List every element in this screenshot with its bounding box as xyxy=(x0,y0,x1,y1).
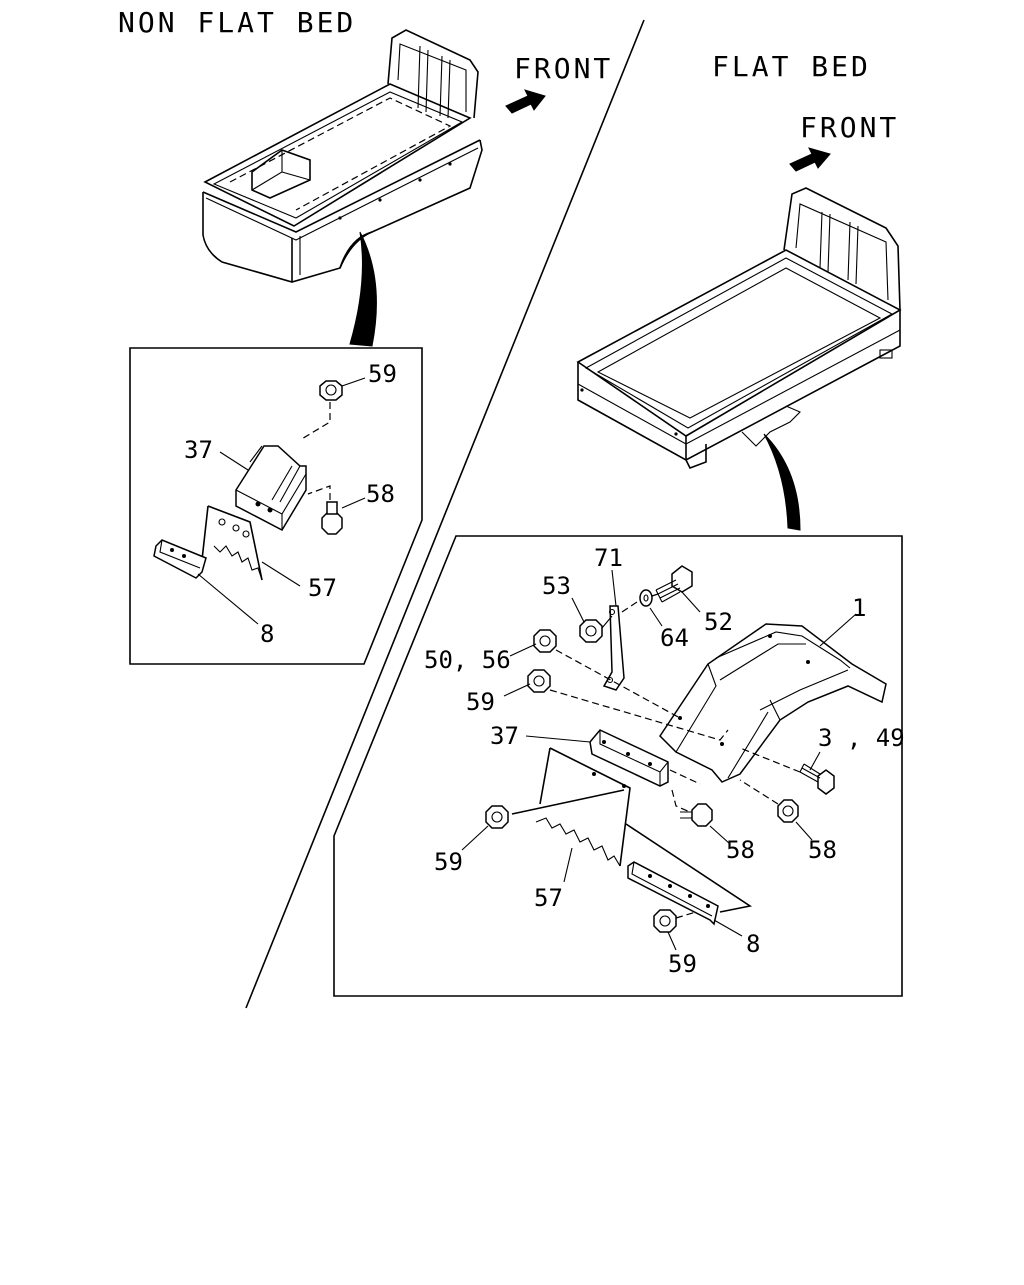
left-detail-parts xyxy=(153,377,366,625)
flat-bed-illustration xyxy=(576,187,902,470)
nut-53-icon xyxy=(579,619,603,643)
flat-bed-title: FLAT BED xyxy=(712,50,871,83)
callout-8: 8 xyxy=(260,620,274,648)
plate-8-icon xyxy=(625,823,753,926)
washer-64-icon xyxy=(639,589,653,607)
callout-59: 59 xyxy=(368,360,397,388)
plate-8-icon xyxy=(153,539,207,579)
callout-58: 58 xyxy=(726,836,755,864)
fender-1-icon xyxy=(659,623,887,783)
section-divider-line xyxy=(245,19,645,1009)
non-flat-bed-detail-box xyxy=(129,347,423,665)
callout-3-49: 3 , 49 xyxy=(818,724,905,752)
callout-59: 59 xyxy=(434,848,463,876)
front-arrow-icon xyxy=(789,147,831,172)
callout-59: 59 xyxy=(668,950,697,978)
front-arrow-icon xyxy=(505,89,546,114)
mudflap-57-icon xyxy=(201,505,263,581)
nut-59-icon xyxy=(527,669,551,693)
non-flat-bed-illustration xyxy=(202,29,483,283)
callout-50-56: 50, 56 xyxy=(424,646,511,674)
callout-37: 37 xyxy=(490,722,519,750)
bolt-58-icon xyxy=(777,799,799,823)
non-flat-bed-front-label: FRONT xyxy=(514,52,613,85)
callout-53: 53 xyxy=(542,572,571,600)
callout-57: 57 xyxy=(308,574,337,602)
callout-57: 57 xyxy=(534,884,563,912)
nut-59-icon xyxy=(485,805,509,829)
mudflap-57-icon xyxy=(511,747,631,867)
detail-pointer-right xyxy=(763,433,801,531)
callout-59: 59 xyxy=(466,688,495,716)
callout-37: 37 xyxy=(184,436,213,464)
callout-58: 58 xyxy=(366,480,395,508)
bracket-37-icon xyxy=(235,445,307,531)
bolt-3-49-icon xyxy=(799,763,835,795)
stay-71-icon xyxy=(602,605,625,691)
callout-71: 71 xyxy=(594,544,623,572)
detail-pointer-left xyxy=(349,231,377,347)
callout-64: 64 xyxy=(660,624,689,652)
callout-1: 1 xyxy=(852,594,866,622)
nut-50-56-icon xyxy=(533,629,557,653)
callout-58: 58 xyxy=(808,836,837,864)
nut-59-icon xyxy=(319,380,343,401)
bolt-58-icon xyxy=(680,803,713,827)
callout-52: 52 xyxy=(704,608,733,636)
nut-59-icon xyxy=(653,909,677,933)
non-flat-bed-title: NON FLAT BED xyxy=(118,6,356,39)
bolt-52-icon xyxy=(655,565,693,603)
flat-bed-detail-box xyxy=(333,535,903,997)
bolt-58-icon xyxy=(321,501,343,535)
flat-bed-front-label: FRONT xyxy=(800,111,899,144)
right-detail-parts xyxy=(461,565,887,951)
callout-8: 8 xyxy=(746,930,760,958)
bracket-37-icon xyxy=(589,729,669,787)
